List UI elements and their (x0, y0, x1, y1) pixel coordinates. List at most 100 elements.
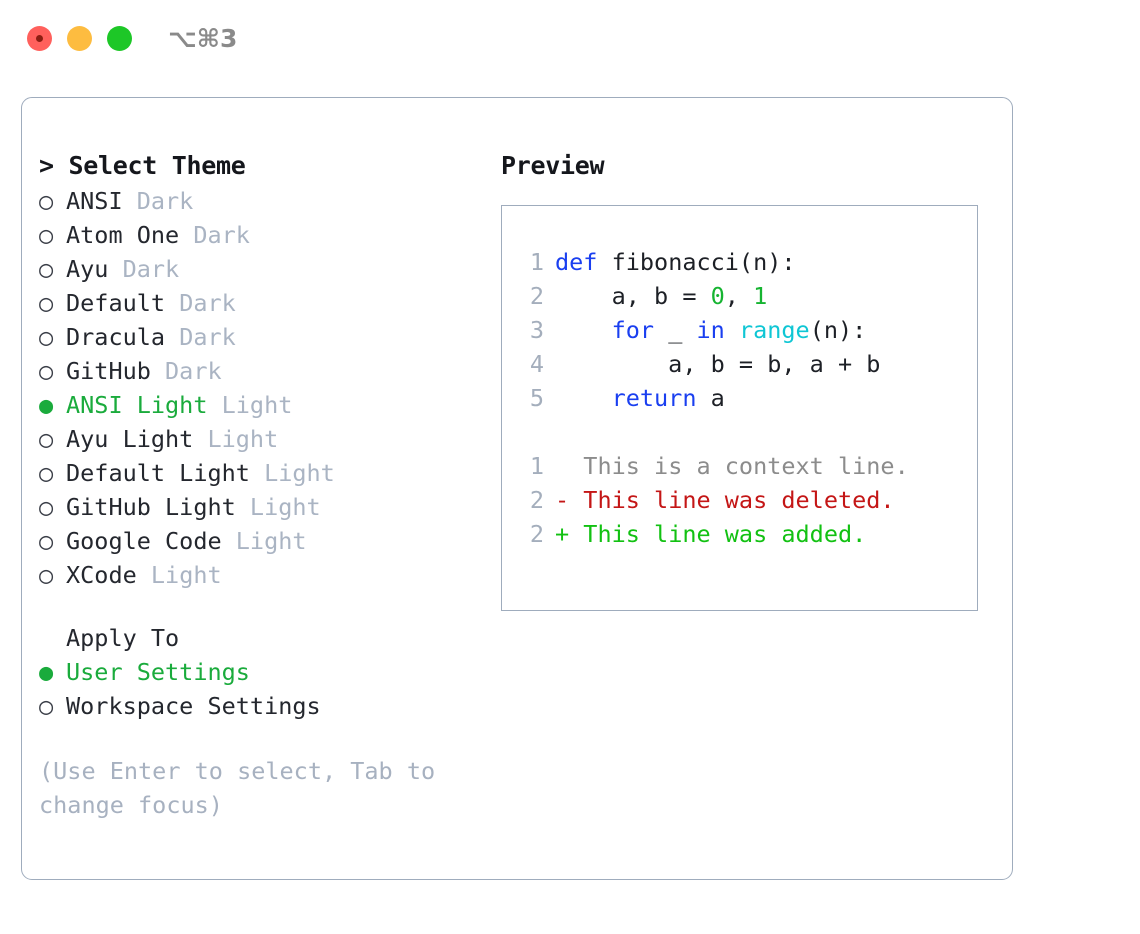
theme-list-header: > Select Theme (39, 148, 489, 184)
theme-option-label: Ayu (66, 255, 109, 283)
apply-to-group: ○Apply To ●User Settings○Workspace Setti… (39, 621, 489, 723)
radio-selected-icon: ● (39, 391, 54, 419)
apply-to-option-workspace-settings[interactable]: ○Workspace Settings (39, 689, 489, 723)
theme-option-github[interactable]: ○GitHub Dark (39, 354, 489, 388)
code-token-plain (725, 316, 739, 344)
theme-variant-badge: Dark (165, 323, 236, 351)
code-token-plain: a, b = (555, 282, 711, 310)
theme-option-atom-one[interactable]: ○ Atom One Dark (39, 218, 489, 252)
radio-unselected-icon: ○ (39, 459, 54, 487)
theme-option-label: Atom One (66, 221, 180, 249)
preview-title: Preview (501, 151, 605, 180)
code-token-plain: a, b = b, a + b (555, 350, 881, 378)
diff-text: This is a context line. (569, 452, 909, 480)
title-bar: ⌥⌘3 (0, 0, 1140, 78)
theme-option-label: XCode (66, 561, 137, 589)
theme-option-dracula[interactable]: ○Dracula Dark (39, 320, 489, 354)
theme-option-default-light[interactable]: ○Default Light Light (39, 456, 489, 490)
radio-unselected-icon: ○ (39, 493, 54, 521)
radio-unselected-icon: ○ (39, 357, 54, 385)
radio-unselected-icon: ○ (39, 323, 54, 351)
diff-text: This line was added. (569, 520, 867, 548)
diff-text: This line was deleted. (569, 486, 895, 514)
theme-option-ansi-light[interactable]: ● ANSI Light Light (39, 388, 489, 422)
radio-unselected-icon: ○ (39, 221, 54, 249)
theme-option-github-light[interactable]: ○ GitHub Light Light (39, 490, 489, 524)
radio-unselected-icon: ○ (39, 187, 54, 215)
apply-to-option-label: User Settings (66, 658, 250, 686)
theme-variant-badge: Dark (122, 187, 194, 215)
code-token-plain: fibonacci(n): (597, 248, 796, 276)
theme-variant-badge: Light (136, 561, 222, 589)
minimize-button[interactable] (67, 26, 92, 51)
theme-option-label: GitHub Light (66, 493, 236, 521)
theme-variant-badge: Dark (179, 221, 250, 249)
apply-to-option-user-settings[interactable]: ● User Settings (39, 655, 489, 689)
diff-line-add: 2+ This line was added. (520, 517, 977, 551)
theme-selector-panel: > Select Theme ○ANSI Dark○Atom One Dark○… (21, 97, 1013, 880)
theme-option-label: Default (66, 289, 166, 317)
theme-list-column: > Select Theme ○ANSI Dark○Atom One Dark○… (39, 148, 489, 822)
apply-to-option-label: Workspace Settings (66, 692, 321, 720)
code-token-kw: for (611, 316, 655, 344)
code-token-num: 1 (753, 282, 768, 310)
radio-unselected-icon: ○ (39, 561, 54, 589)
apply-to-title: ○Apply To (39, 621, 489, 655)
radio-unselected-icon: ○ (39, 527, 54, 555)
theme-option-xcode[interactable]: ○ XCode Light (39, 558, 489, 592)
line-number: 5 (529, 384, 544, 412)
apply-to-option-list[interactable]: ● User Settings ○Workspace Settings (39, 655, 489, 723)
theme-option-label: ANSI Light (66, 391, 208, 419)
line-number: 2 (529, 520, 544, 548)
line-number: 4 (529, 350, 544, 378)
line-number: 2 (529, 486, 544, 514)
line-number: 3 (529, 316, 544, 344)
theme-variant-badge: Dark (108, 255, 180, 283)
theme-variant-badge: Light (249, 459, 335, 487)
code-token-plain (555, 316, 612, 344)
diff-line-ctx: 1 This is a context line. (520, 449, 977, 483)
code-line: 4 a, b = b, a + b (520, 347, 977, 381)
diff-line-del: 2- This line was deleted. (520, 483, 977, 517)
line-number: 2 (529, 282, 544, 310)
theme-variant-badge: Light (221, 527, 307, 555)
radio-unselected-icon: ○ (39, 425, 54, 453)
theme-option-ayu[interactable]: ○ Ayu Dark (39, 252, 489, 286)
code-token-kw: in (696, 316, 725, 344)
theme-option-label: ANSI (66, 187, 123, 215)
traffic-light-group (27, 26, 132, 51)
code-line: 3 for _ in range(n): (520, 313, 977, 347)
code-token-plain: , (724, 282, 754, 310)
diff-sign: - (555, 486, 570, 514)
close-button[interactable] (27, 26, 52, 51)
theme-option-label: Ayu Light (66, 425, 194, 453)
spacer-icon: ○ (39, 621, 66, 655)
theme-option-list[interactable]: ○ANSI Dark○Atom One Dark○Ayu Dark○Defaul… (39, 184, 489, 592)
theme-option-ansi[interactable]: ○ ANSI Dark (39, 184, 489, 218)
radio-unselected-icon: ○ (39, 289, 54, 317)
line-number: 1 (529, 452, 544, 480)
page-title: Select Theme (68, 151, 246, 180)
maximize-button[interactable] (107, 26, 132, 51)
theme-variant-badge: Light (193, 425, 279, 453)
code-line: 5 return a (520, 381, 977, 415)
theme-variant-badge: Light (235, 493, 321, 521)
prompt-caret-icon: > (39, 151, 54, 180)
theme-variant-badge: Light (207, 391, 293, 419)
theme-option-google-code[interactable]: ○ Google Code Light (39, 524, 489, 558)
theme-option-label: GitHub (66, 357, 151, 385)
diff-block: 1 This is a context line.2- This line wa… (520, 449, 977, 551)
code-token-plain: _ (654, 316, 697, 344)
theme-option-label: Google Code (66, 527, 222, 555)
theme-option-ayu-light[interactable]: ○ Ayu Light Light (39, 422, 489, 456)
line-number: 1 (529, 248, 544, 276)
radio-selected-icon: ● (39, 658, 54, 686)
apply-to-label: Apply To (66, 624, 180, 652)
radio-unselected-icon: ○ (39, 255, 54, 283)
theme-option-default[interactable]: ○Default Dark (39, 286, 489, 320)
code-token-plain: a (696, 384, 725, 412)
